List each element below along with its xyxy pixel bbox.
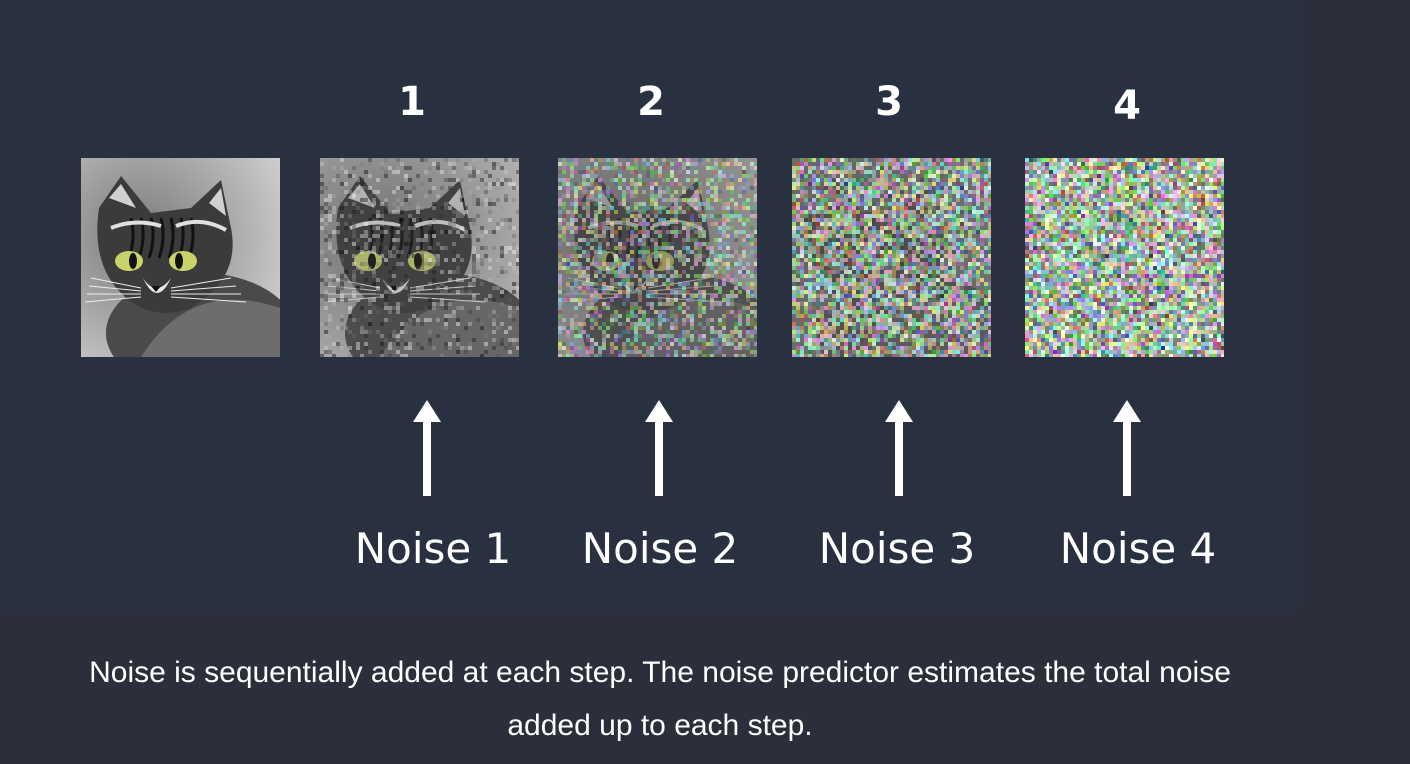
diffusion-figure: 1 2 3 4 Noise 1 Noise 2 Noise 3 N	[81, 79, 1224, 573]
noisy-cat-image-2	[558, 158, 757, 357]
noisy-cat-image-1	[320, 158, 519, 357]
up-arrow-icon	[1113, 400, 1141, 496]
noisy-cat-image-3	[792, 158, 991, 357]
noisy-cat-image-4	[1025, 158, 1224, 357]
noise-label-4: Noise 4	[1059, 524, 1217, 573]
step-number-1: 1	[398, 79, 426, 125]
caption-line-1: Noise is sequentially added at each step…	[89, 656, 1231, 689]
noise-label-3: Noise 3	[818, 524, 976, 573]
up-arrow-icon	[413, 400, 441, 496]
step-number-3: 3	[875, 79, 903, 125]
original-cat-image	[81, 158, 280, 357]
up-arrow-icon	[885, 400, 913, 496]
noise-label-1: Noise 1	[354, 524, 512, 573]
up-arrow-icon	[645, 400, 673, 496]
figure-caption: Noise is sequentially added at each step…	[0, 646, 1320, 752]
noise-label-2: Noise 2	[581, 524, 739, 573]
caption-line-2: added up to each step.	[507, 709, 813, 742]
step-number-4: 4	[1113, 83, 1141, 129]
step-number-2: 2	[637, 79, 665, 125]
